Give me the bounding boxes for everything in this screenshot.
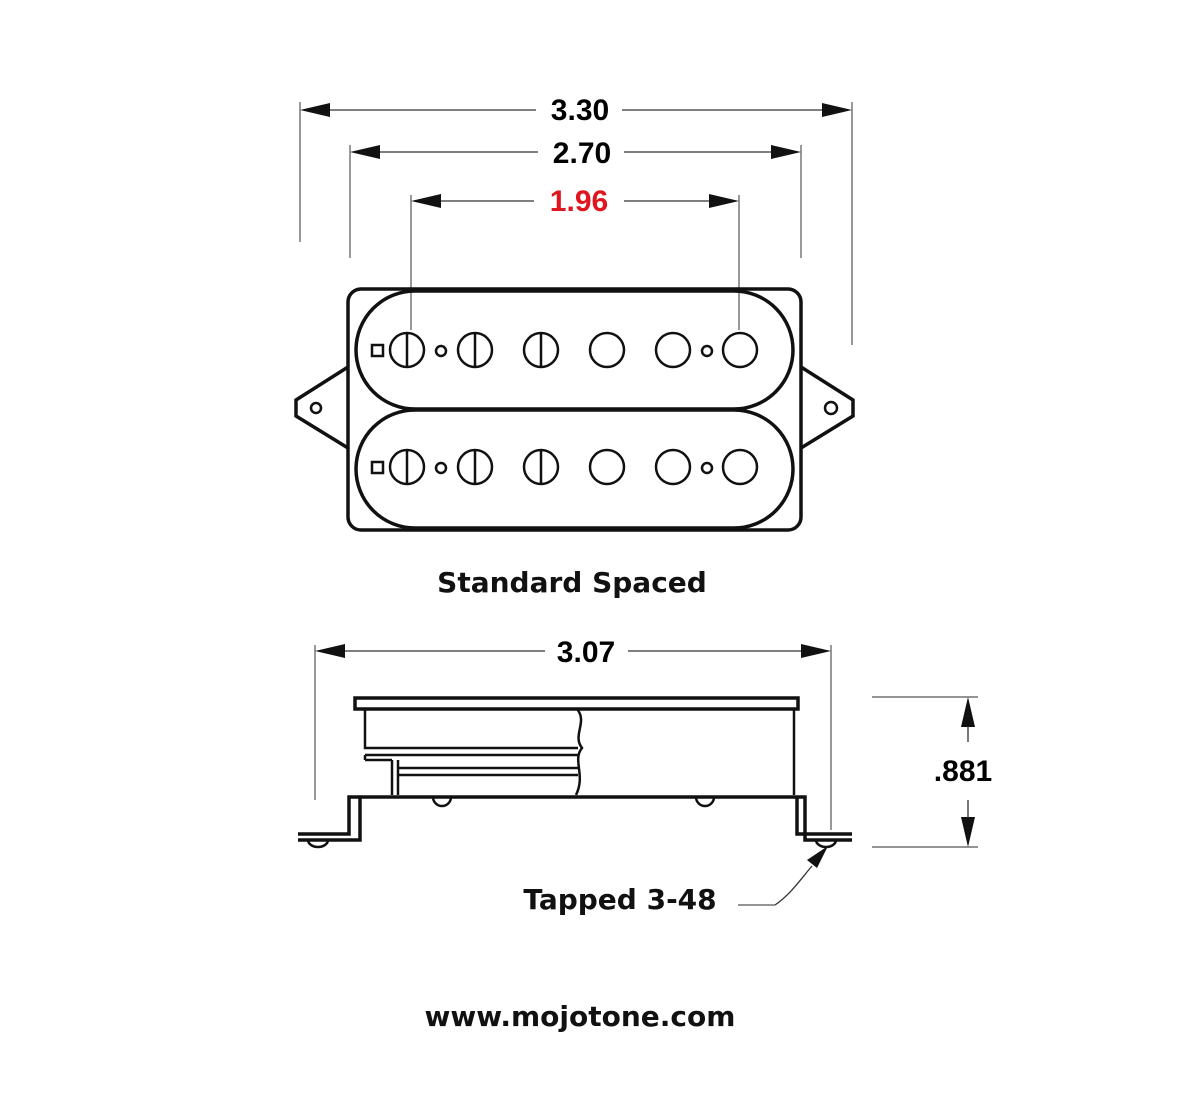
spacing-caption: Standard Spaced xyxy=(437,566,707,599)
dimension-height: .881 xyxy=(872,696,992,848)
pole-spacing-label: 1.96 xyxy=(550,185,608,218)
website-caption[interactable]: www.mojotone.com xyxy=(425,1000,736,1033)
dimension-side-width: 3.07 xyxy=(314,636,832,830)
side-width-label: 3.07 xyxy=(557,636,615,669)
left-ear-screw-hole xyxy=(309,401,323,415)
cover-top-plate xyxy=(353,696,800,711)
pole-piece xyxy=(588,448,626,486)
left-mounting-ear xyxy=(294,365,349,450)
right-ear-screw-hole xyxy=(823,400,839,416)
right-mounting-ear xyxy=(800,365,855,450)
pickup-top-view xyxy=(294,287,855,532)
right-base-leg xyxy=(795,797,852,836)
square-marker xyxy=(370,343,385,358)
mount-width-label: 2.70 xyxy=(553,137,611,170)
pole-screw-bottom xyxy=(694,796,716,808)
left-foot-screw xyxy=(306,839,330,849)
tapped-leader xyxy=(738,846,828,906)
right-foot-screw xyxy=(814,839,838,849)
small-pole xyxy=(434,461,448,475)
pole-piece xyxy=(588,331,626,369)
pole-screw-bottom xyxy=(431,796,453,808)
small-pole xyxy=(700,461,714,475)
small-pole xyxy=(434,344,448,358)
pole-piece xyxy=(721,331,759,369)
dimension-overall-width: 3.30 xyxy=(299,94,853,345)
pickup-side-view xyxy=(298,696,852,849)
overall-width-label: 3.30 xyxy=(551,94,609,127)
small-pole xyxy=(700,344,714,358)
lower-pole-pieces xyxy=(370,448,759,486)
upper-pole-pieces xyxy=(370,331,759,369)
dimension-pole-spacing: 1.96 xyxy=(410,185,740,330)
lower-bobbin xyxy=(354,408,795,530)
pole-piece xyxy=(654,331,692,369)
upper-bobbin xyxy=(354,289,795,411)
dimension-mount-width: 2.70 xyxy=(349,137,802,258)
pole-piece xyxy=(654,448,692,486)
tapped-caption: Tapped 3-48 xyxy=(523,883,716,916)
square-marker xyxy=(370,460,385,475)
pickup-base-frame xyxy=(346,287,803,532)
cutaway-edge xyxy=(574,708,584,796)
height-label: .881 xyxy=(934,755,992,788)
left-base-leg xyxy=(298,795,360,836)
pole-piece xyxy=(721,448,759,486)
